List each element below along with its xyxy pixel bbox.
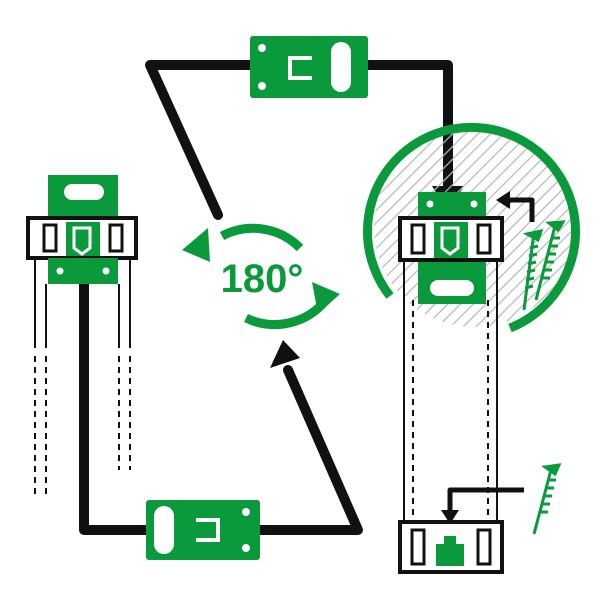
- flow-arrow-icon: [496, 191, 510, 209]
- plate-slot: [154, 506, 174, 554]
- left-assembly: [26, 175, 138, 498]
- plate-hole: [258, 82, 266, 90]
- flow-arrow-icon: [270, 340, 300, 368]
- plate-slot: [331, 42, 351, 92]
- bracket-plate-bottom: [146, 500, 260, 560]
- rotation-label: 180°: [221, 257, 304, 301]
- plate-hole: [242, 544, 250, 552]
- plate-hole: [258, 44, 266, 52]
- flow-bottom-right: [253, 365, 363, 535]
- bracket-plate-top: [250, 36, 368, 98]
- screw-arrows: [447, 197, 535, 512]
- screw-icon: [534, 220, 566, 301]
- rotate-180-icon: 180°: [182, 223, 340, 330]
- flow-left: [79, 270, 153, 535]
- screw-icon: [522, 228, 544, 311]
- plate-hole: [242, 508, 250, 516]
- flow-arrow-icon: [441, 510, 459, 524]
- plate-slot: [430, 280, 474, 296]
- plate-notch: [196, 518, 220, 542]
- plate-slot: [64, 184, 104, 200]
- screw-icon: [532, 463, 562, 535]
- plate-notch: [288, 56, 312, 80]
- flow-top-left: [145, 60, 257, 220]
